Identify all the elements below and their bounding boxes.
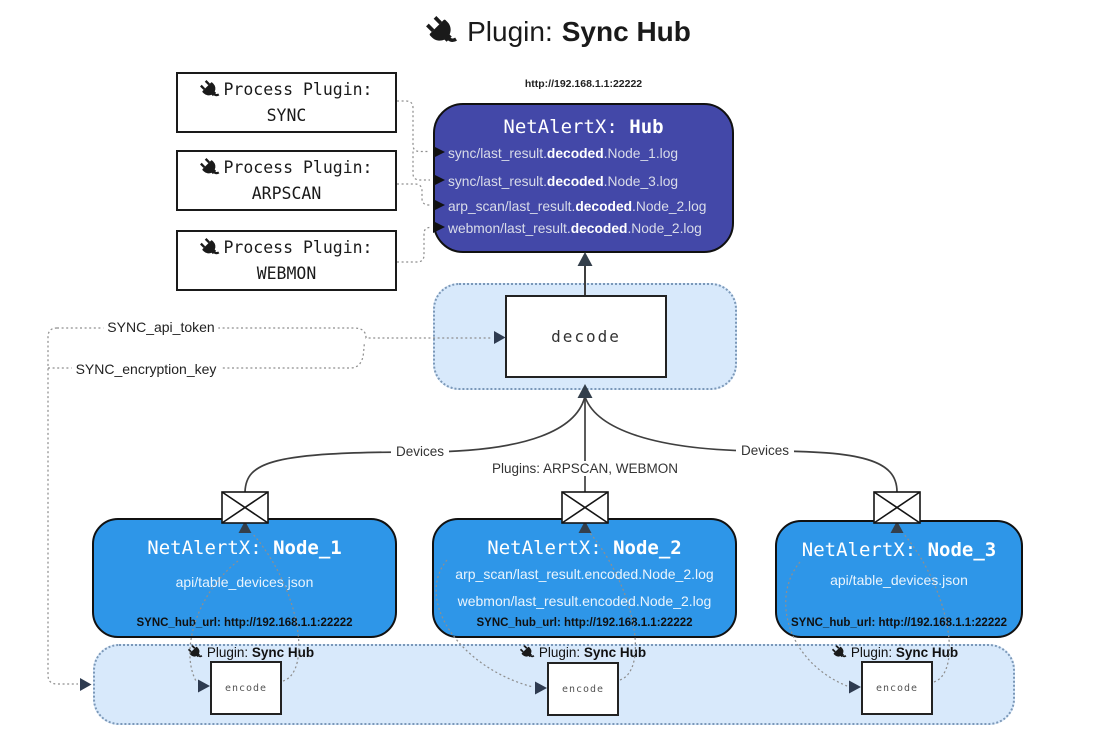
page-title: Plugin: Sync Hub xyxy=(0,16,1117,48)
encode-box-1: encode xyxy=(210,661,282,715)
plug-icon xyxy=(832,645,847,660)
sync-api-token-label: SYNC_api_token xyxy=(103,319,219,335)
encode-box-3: encode xyxy=(861,661,933,715)
hub-log-line: webmon/last_result.decoded.Node_2.log xyxy=(448,221,702,236)
plug-icon xyxy=(520,645,535,660)
hub-log-line: arp_scan/last_result.decoded.Node_2.log xyxy=(448,199,707,214)
process-plugin-name: SYNC xyxy=(266,105,307,125)
band-label-3: Plugin: Sync Hub xyxy=(832,645,958,660)
node-1-box: NetAlertX: Node_1 api/table_devices.json… xyxy=(92,518,397,638)
edge-label-plugins: Plugins: ARPSCAN, WEBMON xyxy=(486,461,684,476)
edge-label-devices-right: Devices xyxy=(735,443,795,458)
node-title: NetAlertX: Node_1 xyxy=(147,537,342,559)
node-title: NetAlertX: Node_2 xyxy=(487,537,682,559)
node-file: api/table_devices.json xyxy=(175,574,314,590)
band-label-1: Plugin: Sync Hub xyxy=(188,645,314,660)
node-file: api/table_devices.json xyxy=(830,572,968,588)
hub-log-line: sync/last_result.decoded.Node_1.log xyxy=(448,146,679,161)
process-plugin-box-arpscan: Process Plugin: ARPSCAN xyxy=(176,150,397,211)
hub-box: NetAlertX: Hub sync/last_result.decoded.… xyxy=(433,103,734,253)
plug-icon xyxy=(200,80,220,100)
envelope-icon-node3 xyxy=(873,491,921,524)
process-plugin-box-sync: Process Plugin: SYNC xyxy=(176,72,397,133)
hub-title-prefix: NetAlertX: xyxy=(503,116,630,138)
plug-icon xyxy=(200,238,220,258)
node-hub-url: SYNC_hub_url: http://192.168.1.1:22222 xyxy=(476,617,693,629)
encode-box-2: encode xyxy=(547,662,619,716)
hub-url-label: http://192.168.1.1:22222 xyxy=(524,78,643,90)
node-hub-url: SYNC_hub_url: http://192.168.1.1:22222 xyxy=(790,617,1008,629)
edge-label-devices-left: Devices xyxy=(390,444,450,459)
process-plugin-heading: Process Plugin: xyxy=(223,157,373,177)
process-plugin-box-webmon: Process Plugin: WEBMON xyxy=(176,230,397,291)
hub-log-line: sync/last_result.decoded.Node_3.log xyxy=(448,174,679,189)
plug-icon xyxy=(426,16,458,48)
process-plugin-heading: Process Plugin: xyxy=(223,79,373,99)
page-title-prefix: Plugin: xyxy=(467,16,553,47)
page-title-bold: Sync Hub xyxy=(561,16,691,47)
band-label-2: Plugin: Sync Hub xyxy=(520,645,646,660)
decode-box: decode xyxy=(505,295,667,378)
process-plugin-heading: Process Plugin: xyxy=(223,237,373,257)
node-3-box: NetAlertX: Node_3 api/table_devices.json… xyxy=(775,520,1023,638)
hub-title: NetAlertX: Hub xyxy=(435,116,732,138)
hub-title-bold: Hub xyxy=(629,116,664,138)
node-title: NetAlertX: Node_3 xyxy=(801,539,997,561)
node-file: arp_scan/last_result.encoded.Node_2.log xyxy=(455,566,714,582)
process-plugin-name: WEBMON xyxy=(256,263,317,283)
plug-icon xyxy=(188,645,203,660)
plug-icon xyxy=(200,158,220,178)
node-file: webmon/last_result.encoded.Node_2.log xyxy=(457,593,712,609)
node-hub-url: SYNC_hub_url: http://192.168.1.1:22222 xyxy=(136,617,353,629)
node-2-box: NetAlertX: Node_2 arp_scan/last_result.e… xyxy=(432,518,737,638)
sync-encryption-key-label: SYNC_encryption_key xyxy=(71,361,221,377)
process-plugin-name: ARPSCAN xyxy=(251,183,322,203)
